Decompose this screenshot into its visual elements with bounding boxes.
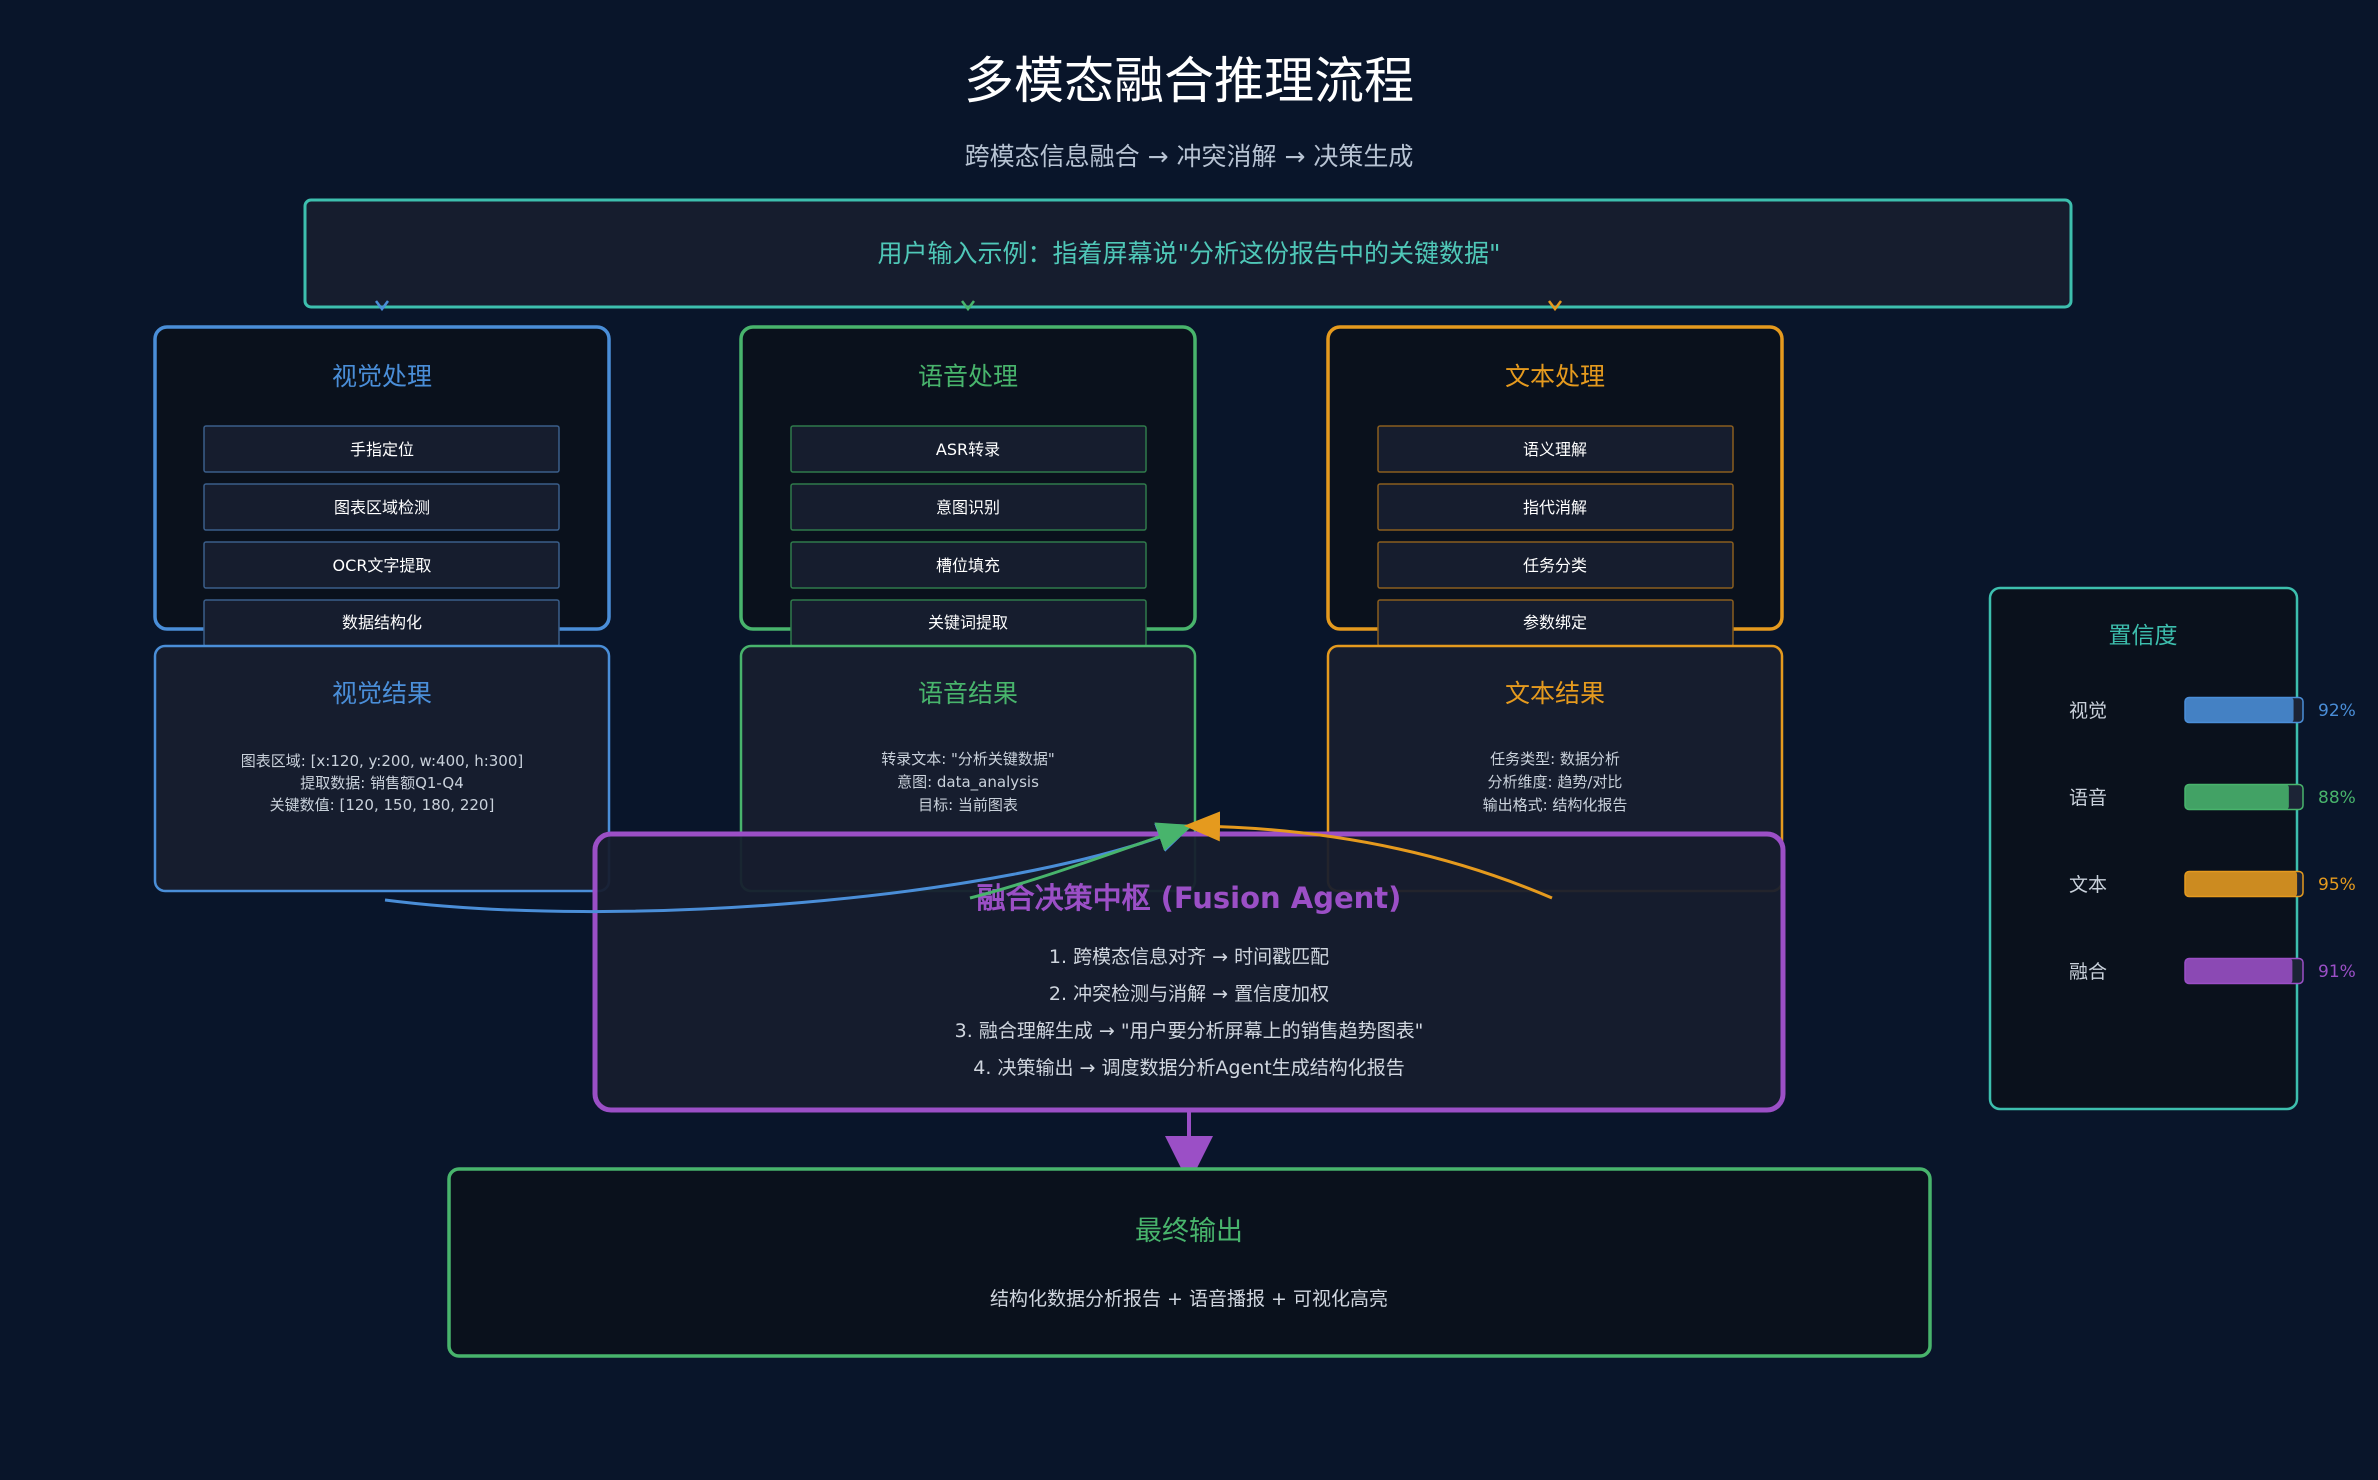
vision-step: 图表区域检测 xyxy=(203,483,560,531)
vision-module: 视觉处理 手指定位 图表区域检测 OCR文字提取 数据结构化 xyxy=(153,325,611,647)
page-title: 多模态融合推理流程 xyxy=(964,52,1414,110)
confidence-row: 视觉 92% xyxy=(2069,696,2356,724)
fusion-line: 4. 决策输出 → 调度数据分析Agent生成结构化报告 xyxy=(973,1057,1404,1079)
svg-text:指代消解: 指代消解 xyxy=(1523,498,1587,517)
confidence-row: 文本 95% xyxy=(2069,870,2356,898)
text-module: 文本处理 语义理解 指代消解 任务分类 参数绑定 xyxy=(1326,325,1784,647)
svg-text:参数绑定: 参数绑定 xyxy=(1523,613,1587,632)
confidence-label: 融合 xyxy=(2069,961,2107,983)
vision-step: 数据结构化 xyxy=(203,599,560,647)
text-step: 语义理解 xyxy=(1377,425,1734,473)
svg-text:数据结构化: 数据结构化 xyxy=(342,613,422,632)
confidence-bar-fill xyxy=(2185,871,2298,897)
fusion-title: 融合决策中枢 (Fusion Agent) xyxy=(977,881,1402,915)
user-input-text: 用户输入示例：指着屏幕说"分析这份报告中的关键数据" xyxy=(877,239,1500,268)
svg-text:语义理解: 语义理解 xyxy=(1523,440,1587,459)
svg-text:关键词提取: 关键词提取 xyxy=(928,613,1008,632)
user-input-box: 用户输入示例：指着屏幕说"分析这份报告中的关键数据" xyxy=(303,198,2073,309)
confidence-bar-fill xyxy=(2185,958,2293,984)
confidence-bar-fill xyxy=(2185,697,2294,723)
text-result-line: 分析维度: 趋势/对比 xyxy=(1488,773,1623,791)
fusion-line: 2. 冲突检测与消解 → 置信度加权 xyxy=(1049,983,1329,1005)
speech-result-line: 意图: data_analysis xyxy=(897,773,1039,792)
confidence-label: 文本 xyxy=(2069,874,2107,896)
final-output-text: 结构化数据分析报告 + 语音播报 + 可视化高亮 xyxy=(990,1288,1388,1310)
confidence-row: 语音 88% xyxy=(2069,783,2356,811)
final-output-box: 最终输出 结构化数据分析报告 + 语音播报 + 可视化高亮 xyxy=(447,1167,1932,1358)
flow-arrows xyxy=(384,811,1553,914)
speech-step: ASR转录 xyxy=(790,425,1147,473)
vision-result-line: 关键数值: [120, 150, 180, 220] xyxy=(270,796,495,814)
speech-title: 语音处理 xyxy=(918,362,1018,391)
confidence-label: 视觉 xyxy=(2069,700,2107,722)
confidence-label: 语音 xyxy=(2069,787,2107,809)
page-subtitle: 跨模态信息融合 → 冲突消解 → 决策生成 xyxy=(965,142,1414,171)
confidence-value: 95% xyxy=(2318,875,2356,895)
vision-result-line: 图表区域: [x:120, y:200, w:400, h:300] xyxy=(241,752,524,770)
speech-step: 槽位填充 xyxy=(790,541,1147,589)
confidence-bar-fill xyxy=(2185,784,2289,810)
confidence-value: 92% xyxy=(2318,701,2356,721)
svg-text:意图识别: 意图识别 xyxy=(936,498,1000,517)
text-result-box: 文本结果 任务类型: 数据分析 分析维度: 趋势/对比 输出格式: 结构化报告 xyxy=(1326,644,1784,893)
speech-result-box: 语音结果 转录文本: "分析关键数据" 意图: data_analysis 目标… xyxy=(739,644,1197,893)
vision-step: 手指定位 xyxy=(203,425,560,473)
speech-result-line: 目标: 当前图表 xyxy=(918,796,1018,814)
svg-text:任务分类: 任务分类 xyxy=(1523,556,1587,575)
vision-title: 视觉处理 xyxy=(332,362,432,391)
confidence-panel: 置信度 视觉 92% 语音 88% 文本 95% 融合 91% xyxy=(1988,586,2356,1111)
speech-step: 关键词提取 xyxy=(790,599,1147,647)
speech-module: 语音处理 ASR转录 意图识别 槽位填充 关键词提取 xyxy=(739,325,1197,647)
confidence-row: 融合 91% xyxy=(2069,957,2356,985)
text-result-line: 任务类型: 数据分析 xyxy=(1490,750,1620,768)
svg-text:槽位填充: 槽位填充 xyxy=(936,556,1000,575)
svg-text:手指定位: 手指定位 xyxy=(350,440,414,459)
confidence-title: 置信度 xyxy=(2109,623,2178,649)
svg-text:ASR转录: ASR转录 xyxy=(936,440,1000,459)
vision-step: OCR文字提取 xyxy=(203,541,560,589)
text-step: 任务分类 xyxy=(1377,541,1734,589)
vision-result-line: 提取数据: 销售额Q1-Q4 xyxy=(300,774,464,792)
input-connectors xyxy=(375,300,1562,312)
confidence-value: 91% xyxy=(2318,962,2356,982)
final-output-title: 最终输出 xyxy=(1135,1216,1243,1247)
vision-result-box: 视觉结果 图表区域: [x:120, y:200, w:400, h:300] … xyxy=(153,644,611,893)
fusion-box: 融合决策中枢 (Fusion Agent) 1. 跨模态信息对齐 → 时间戳匹配… xyxy=(592,831,1786,1113)
text-result-title: 文本结果 xyxy=(1505,679,1605,708)
fusion-line: 3. 融合理解生成 → "用户要分析屏幕上的销售趋势图表" xyxy=(955,1020,1424,1042)
text-title: 文本处理 xyxy=(1505,362,1605,391)
confidence-value: 88% xyxy=(2318,788,2356,808)
fusion-line: 1. 跨模态信息对齐 → 时间戳匹配 xyxy=(1049,946,1329,968)
speech-result-title: 语音结果 xyxy=(918,679,1018,708)
speech-result-line: 转录文本: "分析关键数据" xyxy=(881,750,1055,768)
speech-step: 意图识别 xyxy=(790,483,1147,531)
vision-result-title: 视觉结果 xyxy=(332,679,432,708)
svg-text:图表区域检测: 图表区域检测 xyxy=(334,498,430,517)
text-result-line: 输出格式: 结构化报告 xyxy=(1483,796,1628,814)
svg-text:OCR文字提取: OCR文字提取 xyxy=(333,556,432,575)
text-step: 指代消解 xyxy=(1377,483,1734,531)
text-step: 参数绑定 xyxy=(1377,599,1734,647)
